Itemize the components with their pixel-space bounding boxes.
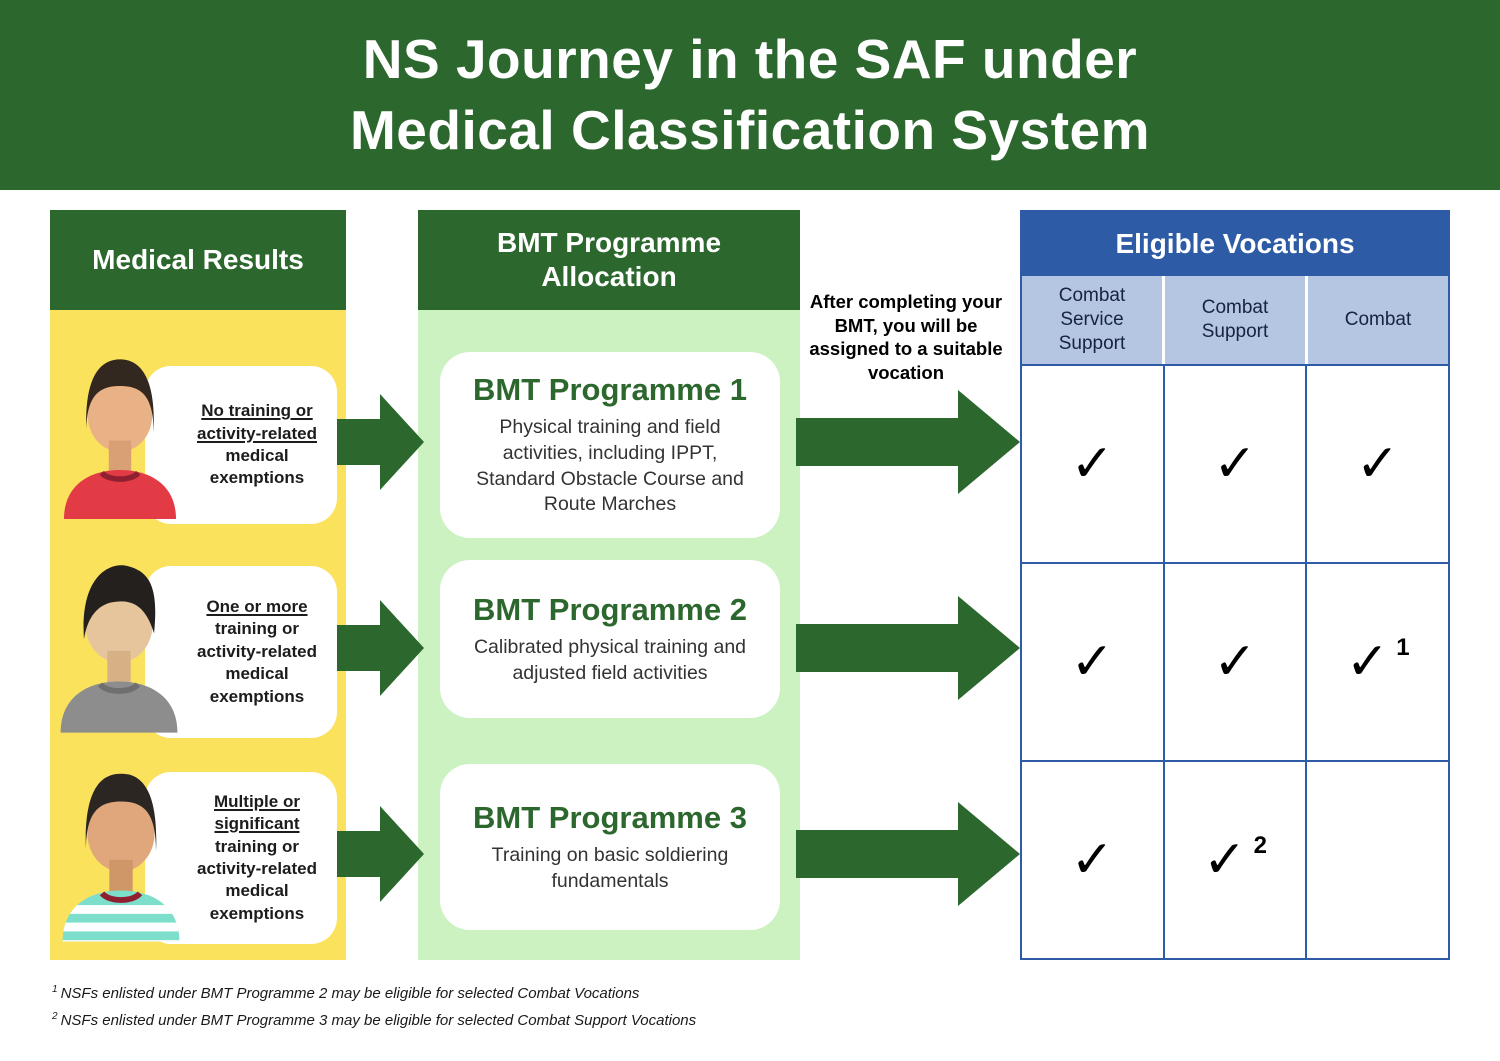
bmt-programme-card-3: BMT Programme 3 Training on basic soldie… <box>440 764 780 930</box>
medical-result-text-2: One or more training or activity-related… <box>197 596 317 706</box>
person-red-shirt-icon <box>64 359 176 519</box>
checkmark-icon: ✓ <box>1355 434 1400 494</box>
arrow-medical-to-bmt-1-icon <box>336 394 424 490</box>
arrow-bmt-to-vocation-3-icon <box>796 802 1020 906</box>
vocation-cell-r2c1: ✓ <box>1022 564 1163 760</box>
medical-result-card-3: Multiple or significant training or acti… <box>145 772 337 944</box>
column-header-combat-service-support: Combat Service Support <box>1022 276 1162 364</box>
checkmark-icon: ✓ <box>1070 434 1115 494</box>
checkmark-icon: ✓ <box>1345 632 1390 692</box>
checkmark-icon: ✓ <box>1213 434 1257 494</box>
medical-result-text-1: No training or activity-related medical … <box>197 401 317 488</box>
column-header-combat-support: Combat Support <box>1165 276 1305 364</box>
vocation-cell-r1c1: ✓ <box>1022 366 1163 562</box>
footnote-marker: 1 <box>1396 634 1410 661</box>
vocation-cell-r3c3 <box>1307 762 1448 958</box>
person-gray-shirt-icon <box>60 565 178 733</box>
bmt-programme-header: BMT Programme Allocation <box>418 210 800 310</box>
footnote-marker: 2 <box>1253 832 1267 859</box>
bmt-programme-1-desc: Physical training and field activities, … <box>476 416 744 516</box>
checkmark-icon: ✓ <box>1213 632 1257 692</box>
person-striped-shirt-icon <box>62 773 180 942</box>
bmt-programme-2-title: BMT Programme 2 <box>473 591 747 627</box>
bmt-assignment-note: After completing your BMT, you will be a… <box>809 291 1003 384</box>
bmt-programme-3-desc: Training on basic soldiering fundamental… <box>491 843 729 892</box>
arrow-medical-to-bmt-3-icon <box>336 806 424 902</box>
checkmark-icon: ✓ <box>1070 632 1115 692</box>
bmt-programme-2-desc: Calibrated physical training and adjuste… <box>473 635 747 684</box>
checkmark-icon: ✓ <box>1070 830 1115 890</box>
vocation-cell-r1c3: ✓ <box>1307 366 1448 562</box>
bmt-programme-1-title: BMT Programme 1 <box>473 372 747 408</box>
column-header-combat: Combat <box>1308 276 1448 364</box>
bmt-programme-header-text: BMT Programme Allocation <box>496 227 722 292</box>
medical-result-card-1: No training or activity-related medical … <box>145 366 337 524</box>
vocation-check-grid: ✓ ✓ ✓ ✓ ✓ ✓ 1 ✓ ✓ 2 <box>1022 364 1448 958</box>
eligible-vocations-table: Eligible Vocations Combat Service Suppor… <box>1020 210 1450 960</box>
medical-result-text-3: Multiple or significant training or acti… <box>197 791 317 923</box>
checkmark-icon: ✓ <box>1203 830 1247 890</box>
bmt-programme-card-1: BMT Programme 1 Physical training and fi… <box>440 352 780 538</box>
arrow-bmt-to-vocation-1-icon <box>796 390 1020 494</box>
vocation-cell-r2c3: ✓ 1 <box>1307 564 1448 760</box>
page-title: NS Journey in the SAF under Medical Clas… <box>0 0 1500 190</box>
page-title-line-1: NS Journey in the SAF under <box>362 28 1138 91</box>
medical-results-header: Medical Results <box>50 210 346 310</box>
arrow-medical-to-bmt-2-icon <box>336 600 424 696</box>
bmt-programme-3-title: BMT Programme 3 <box>473 799 747 835</box>
vocation-cell-r3c2: ✓ 2 <box>1164 762 1306 958</box>
eligible-vocations-title: Eligible Vocations <box>1022 212 1448 276</box>
bmt-programme-card-2: BMT Programme 2 Calibrated physical trai… <box>440 560 780 718</box>
vocation-cell-r1c2: ✓ <box>1164 366 1306 562</box>
arrow-bmt-to-vocation-2-icon <box>796 596 1020 700</box>
page-title-line-2: Medical Classification System <box>349 99 1151 161</box>
vocation-cell-r3c1: ✓ <box>1022 762 1163 958</box>
vocation-cell-r2c2: ✓ <box>1164 564 1306 760</box>
vocation-column-headers: Combat Service Support Combat Support Co… <box>1022 276 1448 364</box>
medical-result-card-2: One or more training or activity-related… <box>145 566 337 738</box>
